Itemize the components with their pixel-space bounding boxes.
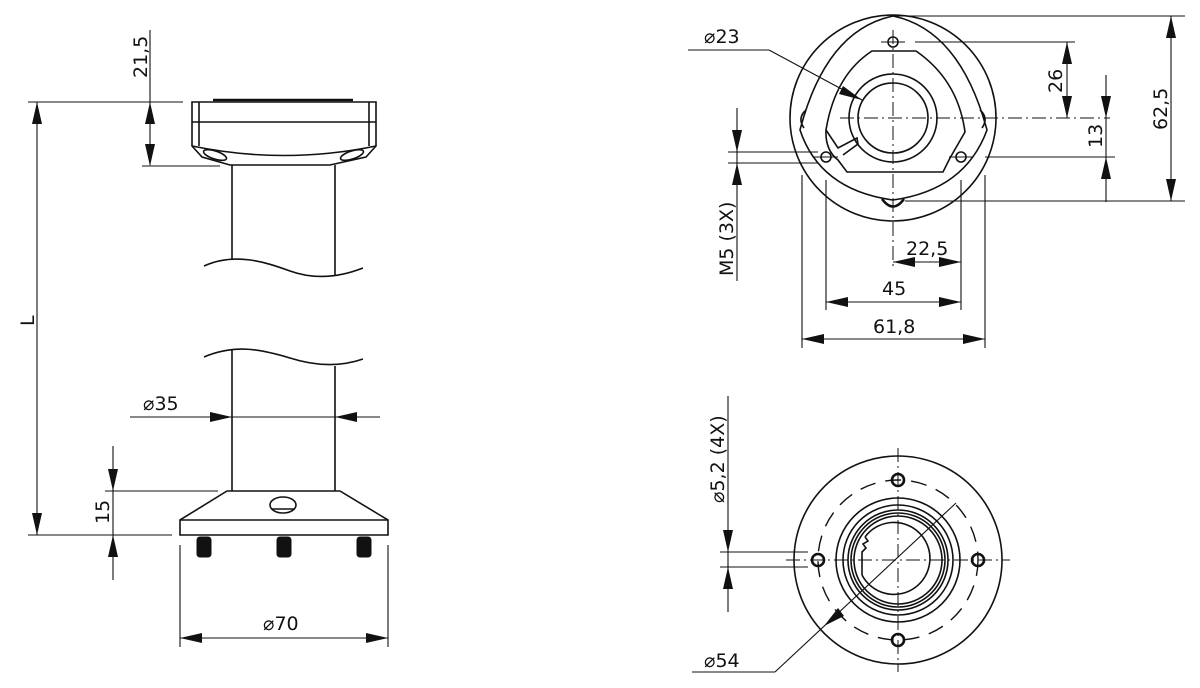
dim-total-width-label: 61,8 xyxy=(873,316,915,338)
base-flange xyxy=(179,490,389,558)
bolt xyxy=(196,536,212,558)
flange-holes xyxy=(810,472,986,648)
side-view: 21,5 L ⌀35 15 xyxy=(17,30,389,647)
bolt xyxy=(356,536,372,558)
dim-bolt-circle-label: ⌀54 xyxy=(704,650,740,672)
dim-hole-diameter-label: ⌀5,2 (4X) xyxy=(707,415,729,503)
bolt xyxy=(276,536,292,558)
dim-top-to-center: 26 xyxy=(915,41,1075,118)
dim-base-height-label: 15 xyxy=(92,500,114,524)
dim-thread: M5 (3X) xyxy=(716,108,818,281)
dim-bolt-circle: ⌀54 xyxy=(692,502,957,673)
dim-center-to-holes-label: 13 xyxy=(1085,124,1107,148)
dim-length-label: L xyxy=(17,315,39,326)
dim-head-height-label: 21,5 xyxy=(130,36,152,78)
dim-total-height: 62,5 xyxy=(893,15,1185,202)
column-tube xyxy=(203,165,364,491)
dim-bore-diameter-label: ⌀23 xyxy=(704,26,740,48)
dim-base-diameter-label: ⌀70 xyxy=(263,613,299,635)
dim-total-height-label: 62,5 xyxy=(1150,88,1172,130)
dim-hole-diameter: ⌀5,2 (4X) xyxy=(707,396,808,612)
column-head xyxy=(191,98,377,166)
dim-length: L xyxy=(17,102,172,536)
dim-widths: 22,5 45 61,8 xyxy=(801,175,986,348)
dim-bore-diameter: ⌀23 xyxy=(688,26,863,101)
dim-top-to-center-label: 26 xyxy=(1045,69,1067,93)
dim-center-to-holes: 13 xyxy=(985,75,1115,202)
dim-thread-label: M5 (3X) xyxy=(716,202,738,276)
dim-head-height: 21,5 xyxy=(28,30,220,167)
dim-base-height: 15 xyxy=(92,446,218,580)
dim-tube-diameter: ⌀35 xyxy=(130,393,380,422)
top-view: ⌀23 26 13 62,5 xyxy=(688,14,1185,348)
dim-half-spacing-label: 22,5 xyxy=(906,238,948,260)
dim-tube-diameter-label: ⌀35 xyxy=(143,393,179,415)
dim-hole-spacing-label: 45 xyxy=(882,278,906,300)
dim-base-diameter: ⌀70 xyxy=(179,545,389,647)
bottom-view: ⌀5,2 (4X) ⌀54 xyxy=(692,396,1010,673)
